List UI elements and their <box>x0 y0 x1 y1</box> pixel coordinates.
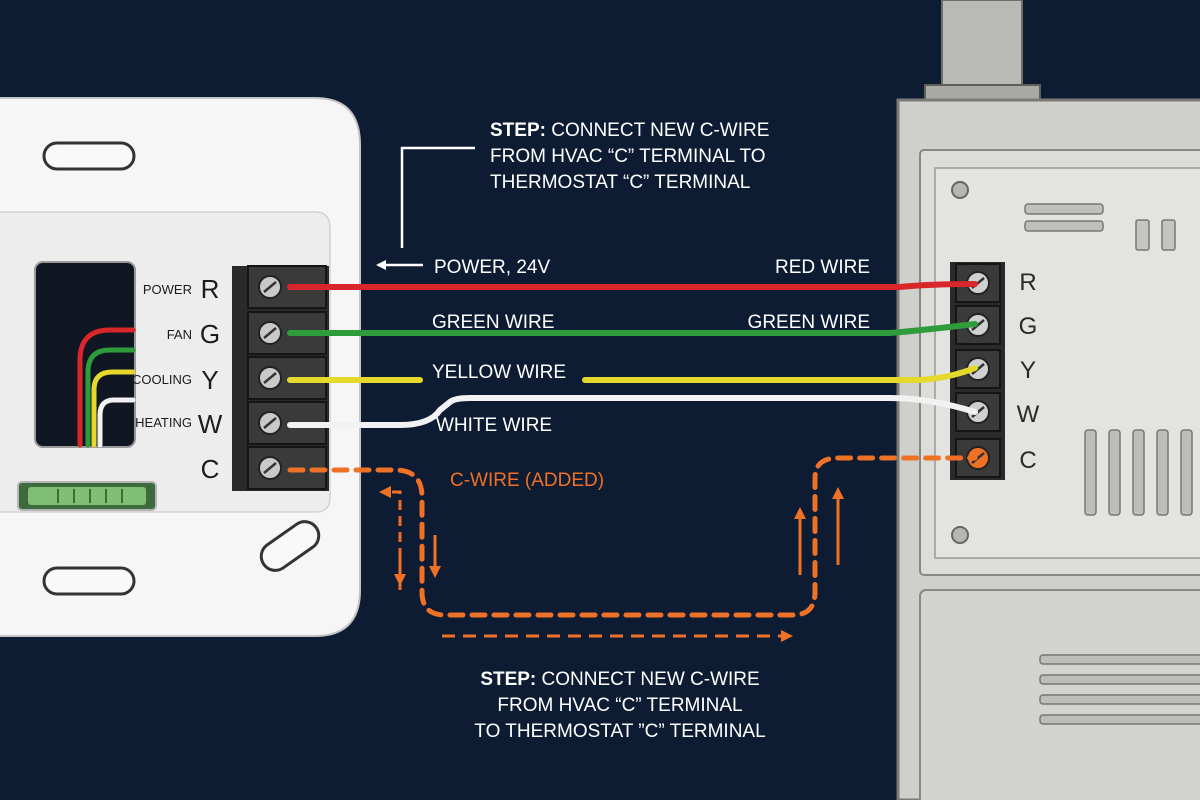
hvac-screw-icon <box>951 526 969 544</box>
level-marks <box>57 489 123 503</box>
step-bottom-bold: STEP: <box>480 669 536 690</box>
step-top-bold: STEP: <box>490 120 546 141</box>
hvac-letter-r: R <box>1019 269 1036 296</box>
green-wire <box>287 321 978 336</box>
hvac-vent-top <box>1024 203 1104 232</box>
green-wire-label-left: GREEN WIRE <box>432 312 554 333</box>
thermostat-base <box>0 97 361 637</box>
c-wire <box>287 455 978 618</box>
hvac-screw-icon <box>951 181 969 199</box>
step-top-line3: THERMOSTAT “C” TERMINAL <box>490 172 750 193</box>
svg-text:STEP: CONNECT NEW C-WIRE: STEP: CONNECT NEW C-WIRE <box>480 669 759 690</box>
tstat-func-heating: HEATING <box>135 415 192 430</box>
mounting-slot-icon <box>42 141 136 171</box>
step-bottom-line3: TO THERMOSTAT ”C” TERMINAL <box>474 721 765 742</box>
tstat-func-fan: FAN <box>167 327 192 342</box>
white-wire-label: WHITE WIRE <box>436 415 552 436</box>
hvac-switches <box>1135 219 1176 251</box>
tstat-letter-w: W <box>198 409 223 439</box>
tstat-letter-g: G <box>200 319 220 349</box>
yellow-wire <box>287 365 978 383</box>
step-bottom-text: STEP: CONNECT NEW C-WIRE FROM HVAC “C” T… <box>474 669 765 742</box>
red-wire <box>287 281 978 290</box>
hvac-vent-slots <box>1084 429 1193 516</box>
hvac-letter-w: W <box>1017 401 1040 428</box>
svg-text:STEP: CONNECT NEW C-WIRE: STEP: CONNECT NEW C-WIRE <box>490 120 769 141</box>
step-top-line1: CONNECT NEW C-WIRE <box>546 120 769 141</box>
step-top-line2: FROM HVAC “C” TERMINAL TO <box>490 146 766 167</box>
tstat-letter-c: C <box>201 454 220 484</box>
mounting-slot-icon <box>259 520 321 572</box>
screw-terminal-icon <box>955 438 1001 478</box>
step-connector-line <box>400 146 475 248</box>
c-wire-label: C-WIRE (ADDED) <box>450 470 604 491</box>
yellow-wire-label: YELLOW WIRE <box>432 362 566 383</box>
hvac-lower-vents <box>1039 654 1200 725</box>
hvac-letter-g: G <box>1019 313 1038 340</box>
tstat-func-power: POWER <box>143 282 192 297</box>
step-top-text: STEP: CONNECT NEW C-WIRE FROM HVAC “C” T… <box>490 120 769 193</box>
hvac-letter-y: Y <box>1020 357 1036 384</box>
wires <box>287 281 978 618</box>
c-wire-arrows <box>379 486 844 642</box>
tstat-letter-y: Y <box>201 365 218 395</box>
wire-hole <box>34 261 136 448</box>
tstat-letter-r: R <box>201 274 220 304</box>
screw-terminal-icon <box>955 349 1001 389</box>
hvac-conduit <box>941 0 1023 96</box>
white-wire <box>287 395 978 428</box>
hvac-letter-c: C <box>1019 447 1036 474</box>
step-bottom-line2: FROM HVAC “C” TERMINAL <box>497 695 742 716</box>
arrow-left-icon <box>379 486 402 590</box>
mounting-slot-icon <box>42 566 136 596</box>
red-wire-label: RED WIRE <box>775 257 870 278</box>
hvac-terminals <box>955 263 1001 478</box>
tstat-func-cooling: COOLING <box>132 372 192 387</box>
step-bottom-line1: CONNECT NEW C-WIRE <box>536 669 759 690</box>
green-wire-label-right: GREEN WIRE <box>748 312 870 333</box>
hvac-unit <box>896 0 1200 800</box>
wire-hole-wires <box>77 327 136 448</box>
level-bubble <box>28 487 146 505</box>
power-label: POWER, 24V <box>434 257 550 278</box>
